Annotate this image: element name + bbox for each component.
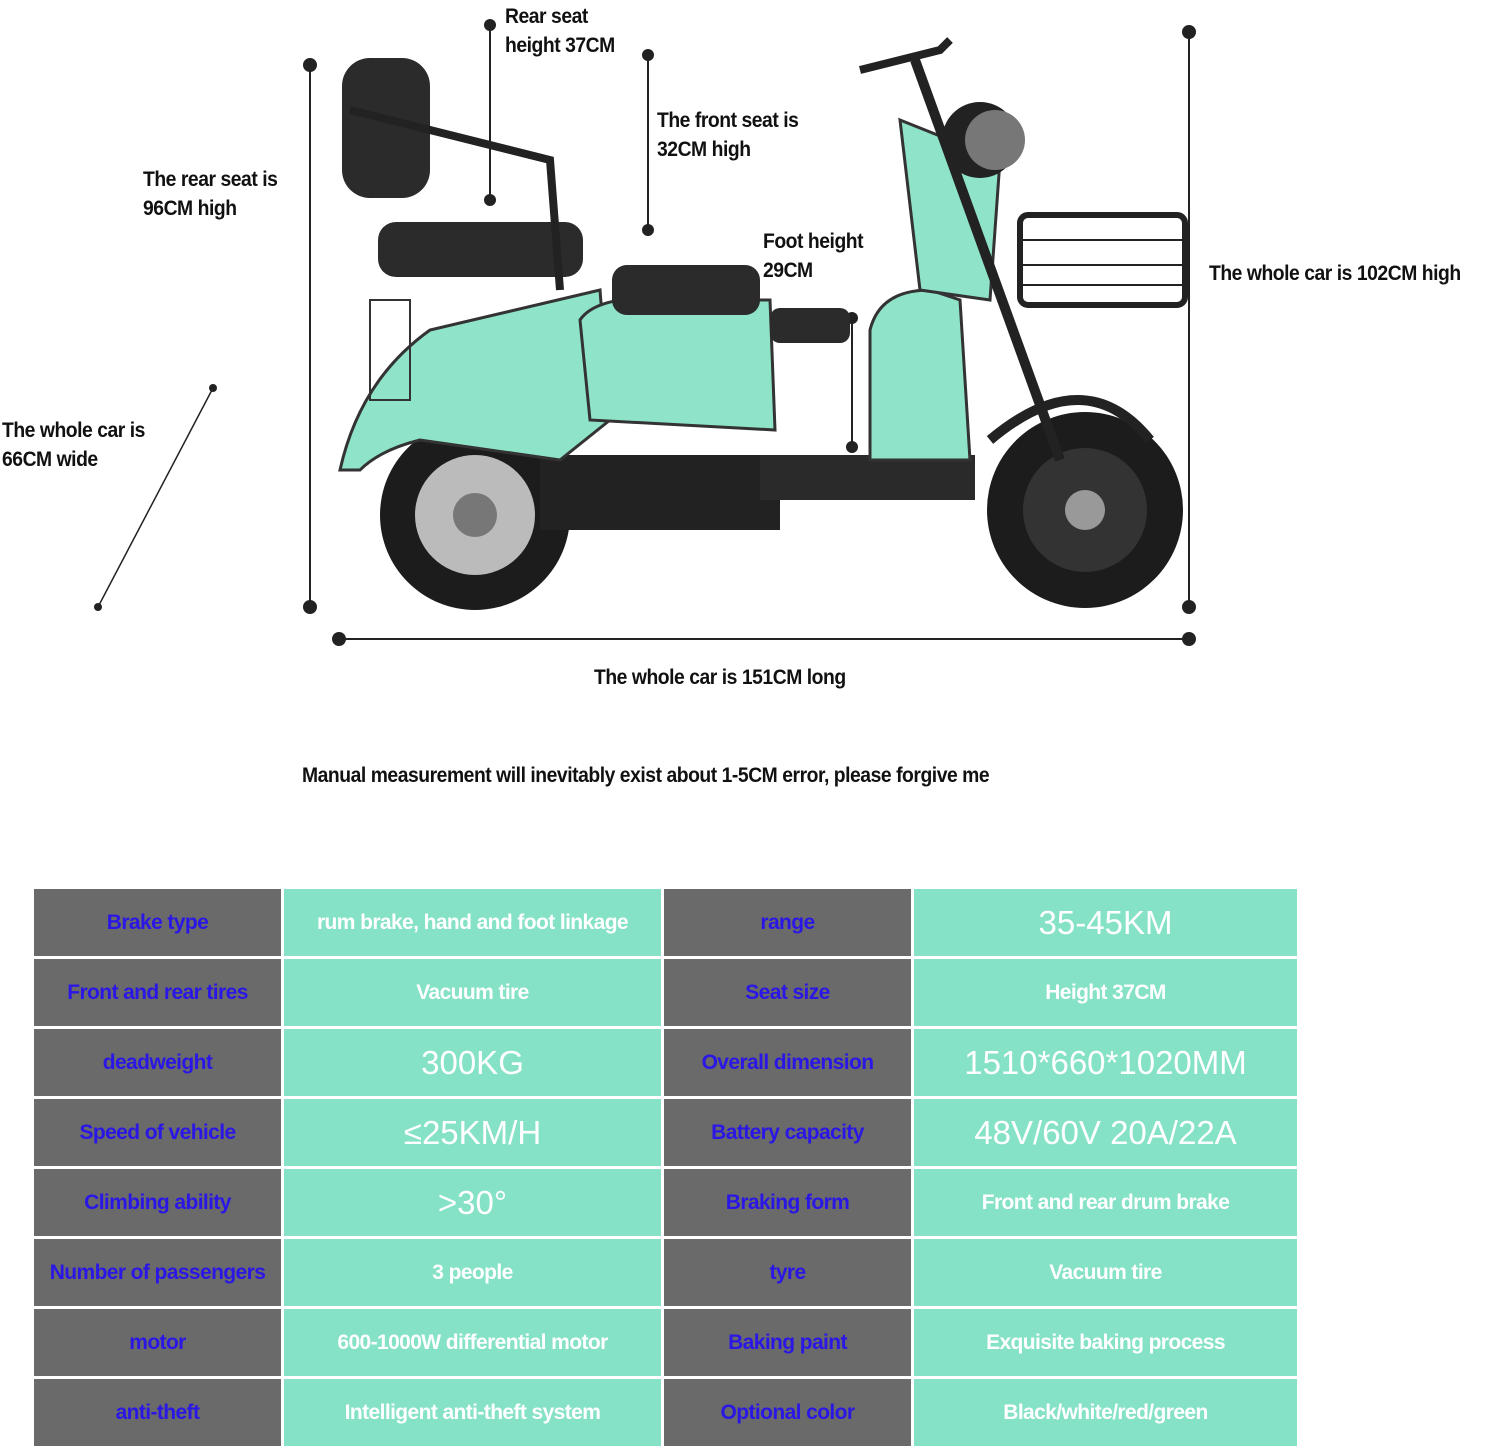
spec-key: anti-theft <box>34 1379 281 1446</box>
spec-key: deadweight <box>34 1029 281 1096</box>
tricycle <box>338 37 1188 610</box>
spec-value: 300KG <box>284 1029 661 1096</box>
spec-value: Exquisite baking process <box>914 1309 1297 1376</box>
spec-key: Number of passengers <box>34 1239 281 1306</box>
spec-value: Black/white/red/green <box>914 1379 1297 1446</box>
spec-key: Front and rear tires <box>34 959 281 1026</box>
spec-key: Battery capacity <box>664 1099 911 1166</box>
spec-value: ≤25KM/H <box>284 1099 661 1166</box>
measurement-note: Manual measurement will inevitably exist… <box>302 764 990 787</box>
spec-key: Baking paint <box>664 1309 911 1376</box>
spec-key: range <box>664 889 911 956</box>
spec-key: Brake type <box>34 889 281 956</box>
spec-value: rum brake, hand and foot linkage <box>284 889 661 956</box>
spec-key: motor <box>34 1309 281 1376</box>
spec-value: 48V/60V 20A/22A <box>914 1099 1297 1166</box>
whole-length-label: The whole car is 151CM long <box>594 666 846 689</box>
whole-height-label: The whole car is 102CM high <box>1209 262 1461 285</box>
spec-value: 35-45KM <box>914 889 1297 956</box>
spec-value: Vacuum tire <box>914 1239 1297 1306</box>
spec-value: 3 people <box>284 1239 661 1306</box>
spec-value: >30° <box>284 1169 661 1236</box>
tricycle-illustration <box>94 19 1196 646</box>
spec-key: Optional color <box>664 1379 911 1446</box>
spec-value: Intelligent anti-theft system <box>284 1379 661 1446</box>
spec-value: 600-1000W differential motor <box>284 1309 661 1376</box>
spec-key: tyre <box>664 1239 911 1306</box>
spec-key: Climbing ability <box>34 1169 281 1236</box>
spec-value: Vacuum tire <box>284 959 661 1026</box>
spec-value: Height 37CM <box>914 959 1297 1026</box>
spec-key: Speed of vehicle <box>34 1099 281 1166</box>
spec-key: Braking form <box>664 1169 911 1236</box>
spec-key: Overall dimension <box>664 1029 911 1096</box>
spec-value: 1510*660*1020MM <box>914 1029 1297 1096</box>
spec-value: Front and rear drum brake <box>914 1169 1297 1236</box>
spec-key: Seat size <box>664 959 911 1026</box>
